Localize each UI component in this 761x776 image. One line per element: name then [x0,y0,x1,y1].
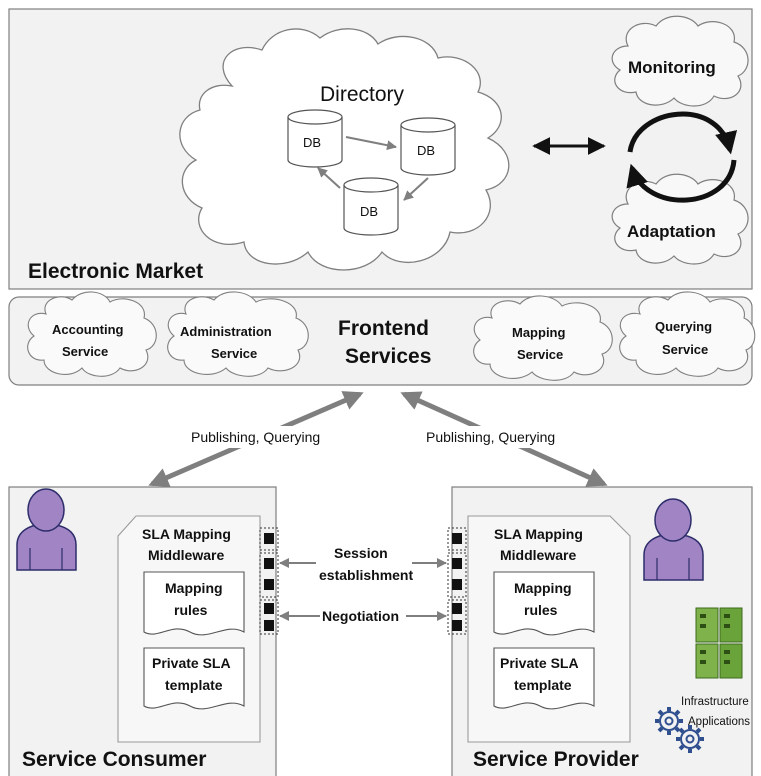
db-label-2: DB [417,143,435,158]
provider-port-strip [447,527,467,635]
provider-user-avatar [643,498,704,581]
consumer-template-line1: Private SLA [152,655,231,671]
accounting-service-cloud: Accounting Service [27,291,157,377]
consumer-middleware-line1: SLA Mapping [142,526,231,542]
db1-to-db2-arrow [345,136,397,151]
monitoring-label: Monitoring [628,58,716,77]
provider-private-template-doc: Private SLA template [493,647,595,710]
consumer-rules-line1: Mapping [165,580,223,596]
accounting-service-line2: Service [62,344,108,359]
adaptation-label: Adaptation [627,222,716,241]
mapping-service-line2: Service [517,347,563,362]
administration-service-line2: Service [211,346,257,361]
db-cylinder-3: DB [343,177,399,236]
querying-service-line2: Service [662,342,708,357]
directory-label: Directory [320,83,405,106]
provider-middleware-line1: SLA Mapping [494,526,583,542]
db3-to-db1-arrow [317,167,341,189]
querying-service-line1: Querying [655,319,712,334]
left-label-bg [186,426,372,448]
consumer-private-template-doc: Private SLA template [143,647,245,710]
frontend-title-line2: Services [345,345,431,368]
consumer-middleware-line2: Middleware [148,547,224,563]
provider-rules-line1: Mapping [514,580,572,596]
cycle-arrow-bottom [626,159,737,203]
adaptation-cloud: Adaptation [611,173,749,265]
service-consumer-title: Service Consumer [22,748,206,771]
consumer-rules-line2: rules [174,602,208,618]
provider-mapping-rules-doc: Mapping rules [493,571,595,636]
consumer-publishing-label: Publishing, Querying [191,429,320,445]
directory-cloud: Directory [179,28,510,271]
provider-middleware-line2: Middleware [500,547,576,563]
db2-to-db3-arrow [403,177,429,201]
cycle-arrow-top [627,111,738,155]
db-cylinder-2: DB [400,117,456,176]
negotiation-label: Negotiation [322,608,399,624]
provider-publishing-label: Publishing, Querying [426,429,555,445]
electronic-market-title: Electronic Market [28,260,203,283]
session-label-bg [316,546,412,586]
monitoring-cloud: Monitoring [611,15,749,107]
gear-icon [655,707,704,753]
server-rack-icon [695,607,743,679]
db-cylinder-1: DB [287,109,343,168]
consumer-user-avatar [16,488,77,571]
db-label-3: DB [360,204,378,219]
frontend-title-line1: Frontend [338,317,429,340]
db-label-1: DB [303,135,321,150]
administration-service-line1: Administration [180,324,272,339]
administration-service-cloud: Administration Service [167,291,309,377]
service-provider-title: Service Provider [473,748,639,771]
mapping-service-line1: Mapping [512,325,565,340]
right-label-bg [422,426,608,448]
negotiation-label-bg [320,606,406,626]
session-label-line2: establishment [319,567,413,583]
consumer-template-line2: template [165,677,223,693]
session-label-line1: Session [334,545,388,561]
provider-template-line2: template [514,677,572,693]
consumer-mapping-rules-doc: Mapping rules [143,571,245,636]
provider-template-line1: Private SLA [500,655,579,671]
accounting-service-line1: Accounting [52,322,124,337]
provider-rules-line2: rules [524,602,558,618]
querying-service-cloud: Querying Service [619,291,756,377]
infrastructure-label: Infrastructure [681,696,749,708]
applications-label: Applications [688,716,750,728]
mapping-service-cloud: Mapping Service [473,295,613,381]
consumer-port-strip [259,527,279,635]
